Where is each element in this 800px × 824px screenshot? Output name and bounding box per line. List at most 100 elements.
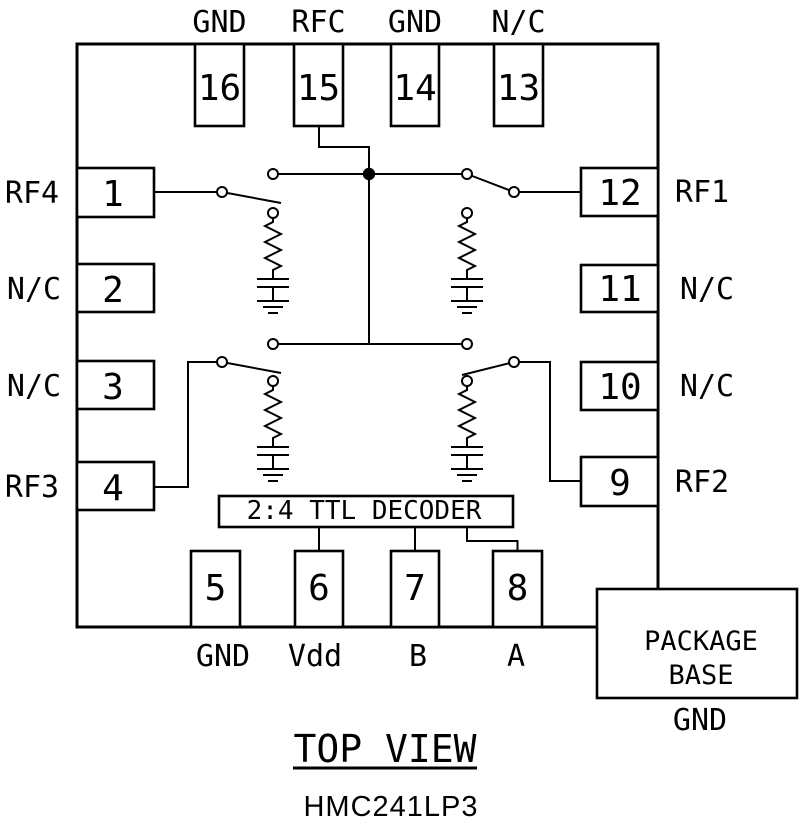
pin-label: A: [507, 639, 525, 674]
pin-box: [389, 549, 441, 629]
decoder-label: 2:4 TTL DECODER: [247, 496, 482, 526]
pin-number: 4: [102, 468, 124, 509]
switch-arm-rf1: [466, 173, 515, 193]
switch-pole-node: [216, 356, 228, 368]
view-title: TOP VIEW: [293, 727, 476, 771]
pin-label: N/C: [491, 5, 545, 40]
pin-box: [579, 263, 660, 314]
pin-9: 9 RF2: [579, 455, 729, 508]
pin-number: 7: [404, 568, 426, 609]
pin-number: 12: [598, 173, 641, 214]
pin-box: [75, 262, 156, 314]
switch-arm-rf3: [221, 361, 282, 374]
pin-box: [189, 549, 242, 629]
pin-5: 5 GND: [189, 549, 250, 674]
pin-7: 7 B: [389, 549, 441, 674]
pin-label: B: [409, 639, 427, 674]
pin-box: [579, 360, 660, 412]
pin-box: [492, 42, 545, 128]
pin-number: 6: [308, 568, 330, 609]
shunt-network-rf1: [451, 207, 483, 314]
rfc-feed-wire: [318, 126, 370, 174]
pin-number: 14: [393, 68, 436, 109]
rf3-pin-wire: [154, 361, 222, 488]
pin-number: 5: [205, 568, 227, 609]
pin-number: 10: [598, 367, 641, 408]
shunt-network-rf4: [257, 207, 289, 314]
rf2-pin-wire: [514, 361, 581, 482]
pin-14: 14 GND: [388, 5, 442, 128]
pin-box: [579, 455, 660, 508]
bus-node: [267, 338, 279, 350]
pin-box: [75, 359, 156, 411]
package-base-box: [595, 587, 799, 700]
shunt-network-rf2: [451, 375, 483, 482]
pin-13: 13 N/C: [491, 5, 546, 128]
decoder-box: [217, 494, 515, 529]
pin-number: 13: [497, 68, 540, 109]
ttl-decoder: 2:4 TTL DECODER: [217, 494, 515, 529]
pin-number: 8: [507, 568, 529, 609]
junction-dot: [362, 167, 376, 181]
package-base-line1: PACKAGE: [644, 626, 758, 657]
pin-15: 15 RFC: [291, 5, 346, 128]
pin-12: 12 RF1: [579, 166, 729, 218]
switch-pole-node: [216, 186, 228, 198]
pin-3: 3 N/C: [7, 359, 156, 411]
pin-number: 3: [102, 367, 124, 408]
pin-number: 9: [609, 463, 631, 504]
pin-label: RF1: [675, 175, 729, 210]
pin-label: N/C: [7, 369, 61, 404]
pin-10: 10 N/C: [579, 360, 734, 412]
pin-2: 2 N/C: [7, 262, 156, 314]
pin-number: 16: [198, 68, 241, 109]
package-base: PACKAGE BASE GND: [595, 587, 799, 738]
bus-node: [461, 168, 473, 180]
resistor-capacitor-ground: [451, 386, 483, 482]
shunt-network-rf3: [257, 375, 289, 482]
bus-node: [267, 168, 279, 180]
resistor-capacitor-ground: [257, 218, 289, 314]
switch-arm-rf2: [461, 361, 515, 376]
pin-label: N/C: [680, 272, 734, 307]
pin-16: 16 GND: [192, 5, 247, 128]
pin-label: GND: [388, 5, 442, 40]
part-number: HMC241LP3: [303, 791, 478, 823]
package-base-line2: BASE: [668, 660, 733, 691]
pin-box: [75, 166, 156, 219]
pin-label: Vdd: [288, 639, 342, 674]
pin-label: RF2: [675, 465, 729, 500]
pin-8: 8 A: [491, 549, 544, 674]
pin-box: [193, 42, 246, 128]
pin-4: 4 RF3: [5, 460, 156, 512]
pin-label: RF4: [5, 176, 59, 211]
pin-1: 1 RF4: [5, 166, 156, 219]
resistor-capacitor-ground: [451, 218, 483, 314]
switch-pole-node: [508, 356, 520, 368]
package-outline: [75, 42, 660, 629]
switch-throw-node: [461, 207, 473, 219]
switch-throw-node: [267, 207, 279, 219]
pin-label: N/C: [680, 369, 734, 404]
pin-label: RFC: [291, 5, 345, 40]
decoder-to-pin8-wire: [466, 527, 519, 551]
switch-pole-node: [508, 186, 520, 198]
pin-label: N/C: [7, 272, 61, 307]
bus-node: [461, 338, 473, 350]
pin-box: [75, 460, 156, 512]
pin-label: GND: [196, 639, 250, 674]
pin-number: 2: [102, 270, 124, 311]
pin-6: 6 Vdd: [288, 549, 345, 674]
pin-number: 11: [598, 269, 641, 310]
pin-label: RF3: [5, 470, 59, 505]
switch-throw-node: [267, 375, 279, 387]
pin-box: [389, 42, 441, 128]
pin-11: 11 N/C: [579, 263, 734, 314]
resistor-capacitor-ground: [257, 386, 289, 482]
switch-throw-node: [461, 375, 473, 387]
pin-number: 1: [102, 174, 124, 215]
pin-number: 15: [297, 68, 340, 109]
pin-label: GND: [192, 5, 246, 40]
